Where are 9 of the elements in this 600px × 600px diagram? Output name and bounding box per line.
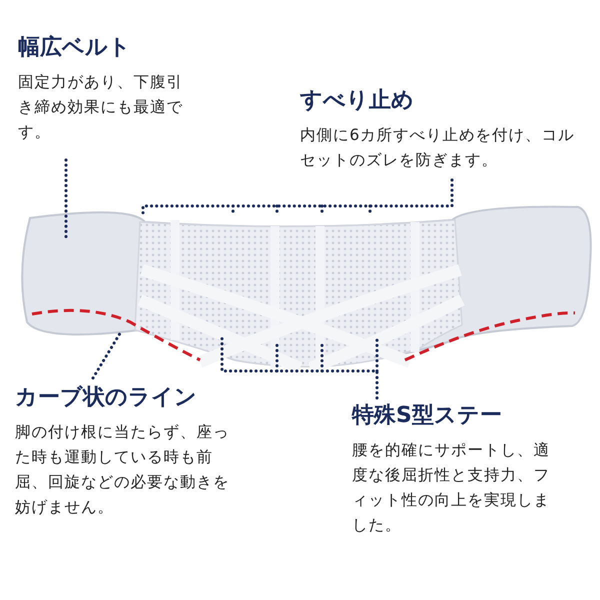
callout-text: 腰を的確にサポートし、適度な後屈折性と支持力、フィット性の向上を実現しました。 — [352, 440, 551, 536]
callout-heading: 幅広ベルト — [18, 34, 132, 62]
callout-heading: すべり止め — [300, 87, 415, 115]
callout-text: 脚の付け根に当たらず、座った時も運動している時も前屈、回旋などの必要な動きを妨げません。 — [15, 422, 230, 518]
callout-text: 内側に6カ所すべり止めを付け、コルセットのズレを防ぎます。 — [300, 125, 576, 172]
callout-heading: 特殊S型ステー — [352, 402, 503, 430]
callout-text: 固定力があり、下腹引き締め効果にも最適です。 — [18, 72, 184, 144]
leader-line — [142, 178, 454, 218]
callout-heading: カーブ状のライン — [15, 384, 198, 412]
